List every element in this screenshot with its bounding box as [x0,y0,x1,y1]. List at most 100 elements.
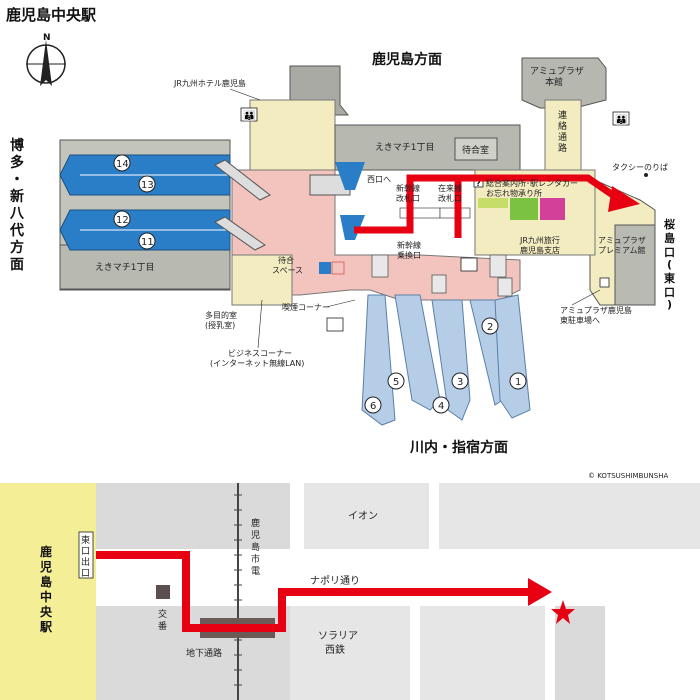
svg-text:11: 11 [141,237,154,248]
svg-text:面: 面 [10,257,24,273]
svg-text:口: 口 [664,286,675,299]
label-solaria-2: 西鉄 [325,643,345,656]
label-east-exit: 東 口 出 口 [78,531,94,579]
label-amu-main-2: 本館 [545,76,563,88]
svg-text:中: 中 [40,589,52,604]
svg-text:(: ( [667,258,672,271]
svg-text:?: ? [476,179,481,188]
stairs [371,254,513,297]
label-jrtravel-1: JR九州旅行 [519,235,560,245]
label-parking-1: アミュプラザ鹿児島 [560,305,632,315]
svg-text:東: 東 [664,271,676,285]
svg-text:6: 6 [370,401,376,412]
svg-text:番: 番 [158,620,167,632]
toilet-icon: 👪 [240,107,258,122]
svg-text:東: 東 [81,534,90,546]
shop-green [510,198,538,220]
platform-number-1: 1 [509,372,527,390]
svg-text:路: 路 [558,142,567,154]
blue-stair-markers [335,162,365,240]
svg-text:5: 5 [393,377,399,388]
svg-text:3: 3 [457,377,463,388]
svg-text:口: 口 [81,569,90,579]
ekimachi-left-block [59,244,231,290]
streets [96,483,700,700]
taxi-dot-icon [644,173,648,177]
label-info-1: 総合案内所･駅レンタカー [486,178,578,188]
platform-number-6: 6 [364,396,382,414]
label-info-2: お忘れ物承り所 [486,188,542,198]
toilet-icon-4 [326,317,344,332]
route-line-street [96,551,530,632]
platform-number-2: 2 [481,317,499,335]
svg-text:連: 連 [558,109,567,121]
platform-number-13: 13 [138,175,156,193]
platform-number-12: 12 [113,210,131,228]
route-arrow-street [528,578,552,606]
svg-text:出: 出 [81,556,90,568]
svg-text:新: 新 [10,188,24,205]
svg-text:電: 電 [251,566,260,577]
label-amu-main-1: アミュプラザ [530,66,584,77]
svg-text:絡: 絡 [558,120,567,132]
compass-n-label: N [43,33,51,43]
svg-text:・: ・ [10,172,24,188]
label-ekimachi-1: えきマチ1丁目 [375,142,434,153]
label-connect: 連 絡 通 路 [558,109,567,154]
hotel-lower [249,99,336,171]
east-side-block [614,224,656,306]
svg-text:👪: 👪 [243,109,255,122]
destination-star-icon [551,600,575,624]
svg-text:児: 児 [251,530,260,541]
platform-number-11: 11 [138,232,156,250]
label-amu-premium-1: アミュプラザ [598,236,646,245]
direction-west-label: 博 多 ・ 新 八 代 方 面 [9,137,25,273]
direction-north-label: 鹿児島方面 [371,51,442,68]
wheelchair-icon [319,261,345,275]
svg-text:4: 4 [438,401,444,412]
label-amu-premium-2: プレミアム館 [598,245,645,255]
label-multipurpose-2: (授乳室) [205,320,235,330]
svg-text:駅: 駅 [39,620,53,634]
toilet-icon-3 [460,257,478,272]
label-zairaisen-gate-1: 在来線 [438,183,462,193]
waiting-room-block [454,137,498,161]
copyright-text: © KOTSUSHIMBUNSHA [588,472,668,480]
escalators-west [214,159,351,251]
label-station-name: 鹿 児 島 中 央 駅 [39,544,53,634]
svg-text:口: 口 [81,547,90,557]
svg-text:鹿: 鹿 [40,544,52,559]
svg-text:桜: 桜 [664,217,675,231]
svg-text:島: 島 [664,231,675,245]
label-taxi: タクシーのりば [612,163,668,172]
svg-text:2: 2 [487,322,493,333]
platform-number-14: 14 [113,154,131,172]
svg-text:多: 多 [10,154,24,171]
svg-text:鹿: 鹿 [251,517,260,529]
koban-marker [156,585,170,599]
label-waiting-space-2: スペース [272,266,303,275]
svg-text:通: 通 [558,132,567,143]
parking-icon [599,277,610,288]
label-business-2: (インターネット無線LAN) [210,358,304,368]
toilet-icon-2: 👪 [612,111,630,126]
route-line-station [354,174,622,238]
svg-text:島: 島 [40,574,52,589]
platform-number-3: 3 [451,372,469,390]
svg-text:): ) [667,298,672,311]
label-tram: 鹿 児 島 市 電 [251,517,260,577]
label-hotel: JR九州ホテル鹿児島 [173,78,246,88]
label-waiting-room: 待合室 [462,144,489,156]
label-parking-2: 東駐車場へ [560,315,600,325]
label-shinkansen-gate-1: 新幹線 [396,183,420,193]
label-koban: 交 番 [158,608,167,632]
label-transfer-2: 乗換口 [397,250,421,260]
label-shinkansen-gate-2: 改札口 [396,193,420,203]
svg-text:方: 方 [10,239,24,256]
label-solaria-1: ソラリア [318,630,358,642]
svg-text:八: 八 [9,206,25,222]
svg-text:央: 央 [40,604,53,619]
svg-text:口: 口 [664,246,675,259]
svg-text:12: 12 [116,215,129,226]
